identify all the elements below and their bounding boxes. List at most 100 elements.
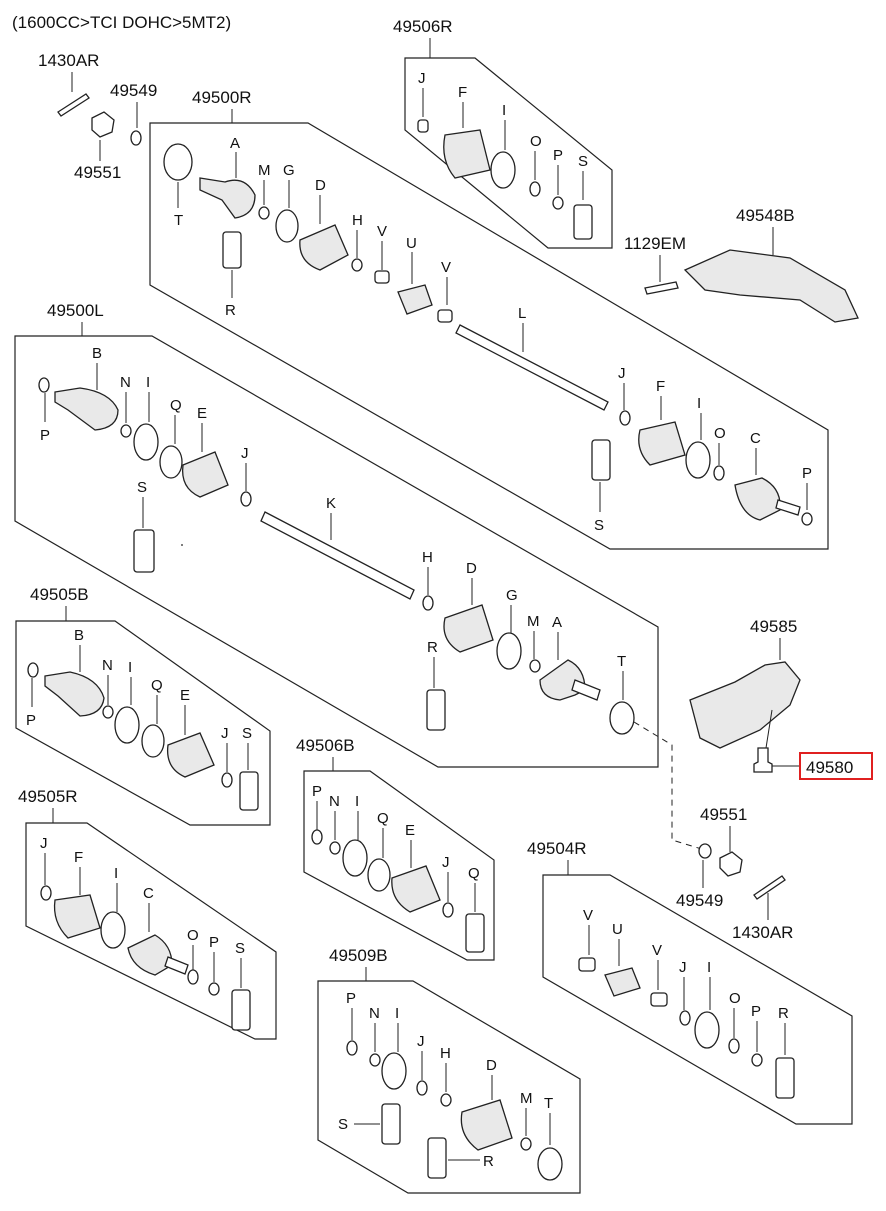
panel-49505B [15,620,271,826]
group-49506R-parts: J F I O P S [417,70,593,240]
connector-dashed [633,721,706,851]
letter-G-2: G [506,587,518,604]
letter-P-5: P [312,783,322,800]
group-49500R-parts: T A M G D R H V U V L J F [163,135,813,534]
panel-49500L [14,335,659,768]
letter-U-2: U [612,921,623,938]
group-label-49505B: 49505B [30,585,89,604]
letter-D-3: D [486,1057,497,1074]
letter-V-3: V [583,907,593,924]
cotter-pin [753,875,786,900]
group-49505B-parts: B P N I Q E J S [26,627,259,811]
letter-J-3: J [241,445,249,462]
letter-I-3: I [146,374,150,391]
part-label-49580[interactable]: 49580 [806,758,853,777]
letter-J-5: J [442,854,450,871]
letter-O-3: O [187,927,199,944]
panel-49506B [303,770,495,961]
letter-S-4: S [242,725,252,742]
group-label-49500R: 49500R [192,88,252,107]
letter-I-6: I [114,865,118,882]
group-49504R-parts: V U V J I O P R [578,907,795,1099]
part-label-1129EM: 1129EM [624,234,686,253]
washer-part [130,130,142,146]
letter-M: M [258,162,271,179]
letter-I: I [502,102,506,119]
letter-C-2: C [143,885,154,902]
letter-N-3: N [329,793,340,810]
group-label-49500L: 49500L [47,301,104,320]
bolt-1129EM [644,281,679,295]
letter-D: D [315,177,326,194]
letter-V-4: V [652,942,662,959]
part-label-1430AR-right: 1430AR [732,923,793,942]
letter-J-4: J [221,725,229,742]
letter-T: T [174,212,183,229]
part-label-49551-top: 49551 [74,163,121,182]
nut-part [91,111,115,138]
group-49509B-parts: P N I J H D S R M T [338,990,563,1181]
letter-F-3: F [74,849,83,866]
letter-M-2: M [527,613,540,630]
part-label-1430AR: 1430AR [38,51,99,70]
leader [765,709,773,749]
part-label-49549-right: 49549 [676,891,723,910]
group-label-49509B: 49509B [329,946,388,965]
letter-Q-3: Q [377,810,389,827]
panel-49509B [317,980,581,1194]
part-label-49551-right: 49551 [700,805,747,824]
letter-Q-4: Q [468,865,480,882]
letter-R-2: R [427,639,438,656]
group-label-49505R: 49505R [18,787,78,806]
letter-O-2: O [714,425,726,442]
letter-R-3: R [778,1005,789,1022]
group-49506B-parts: P N I Q E J Q [311,783,485,953]
letter-J-7: J [679,959,687,976]
letter-P-6: P [209,934,219,951]
highlight-box-49580[interactable] [799,752,873,780]
group-49505R-parts: J F I C O P S [40,835,251,1031]
letter-G: G [283,162,295,179]
letter-N-2: N [102,657,113,674]
letter-I-2: I [697,395,701,412]
letter-P-3: P [40,427,50,444]
letter-J: J [418,70,426,87]
panel-49505R [25,822,277,1040]
letter-E-3: E [405,822,415,839]
panel-49500R [149,122,829,550]
letter-T-3: T [544,1095,553,1112]
panel-49506R [404,57,613,249]
letter-U: U [406,235,417,252]
letter-I-7: I [707,959,711,976]
letter-H-2: H [422,549,433,566]
letter-C: C [750,430,761,447]
bracket-49548B [683,249,859,323]
letter-A-2: A [552,614,562,631]
letter-T-2: T [617,653,626,670]
letter-R: R [225,302,236,319]
letter-H-3: H [440,1045,451,1062]
letter-N-4: N [369,1005,380,1022]
spec-title: (1600CC>TCI DOHC>5MT2) [12,13,231,32]
letter-S-6: S [338,1116,348,1133]
shield-49585 [689,661,801,749]
letter-I-5: I [355,793,359,810]
letter-B-2: B [74,627,84,644]
letter-F-2: F [656,378,665,395]
panel-49504R [542,874,853,1125]
letter-F: F [458,84,467,101]
letter-V-1: V [377,223,387,240]
letter-L: L [518,305,526,322]
letter-D-2: D [466,560,477,577]
part-label-49548B: 49548B [736,206,795,225]
group-label-49506B: 49506B [296,736,355,755]
letter-S-2: S [594,517,604,534]
letter-Q: Q [170,397,182,414]
part-label-49549-top: 49549 [110,81,157,100]
letter-O: O [530,133,542,150]
letter-E: E [197,405,207,422]
letter-J-6: J [40,835,48,852]
letter-S-3: S [137,479,147,496]
letter-M-3: M [520,1090,533,1107]
